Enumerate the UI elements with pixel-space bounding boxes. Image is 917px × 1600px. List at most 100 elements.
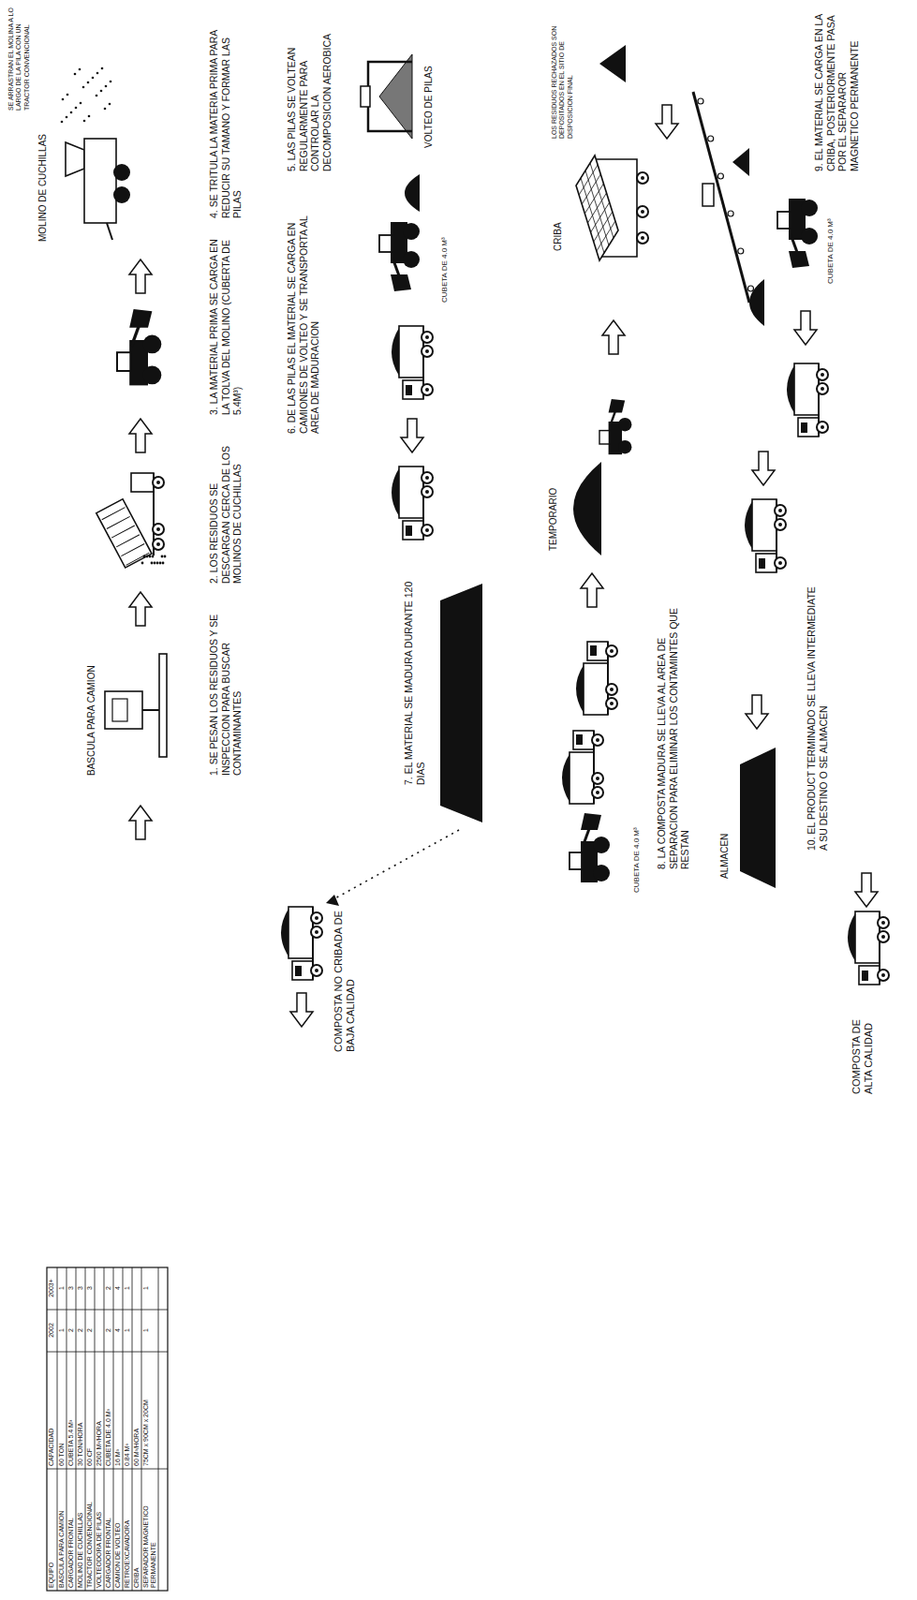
windrow-turner-icon bbox=[360, 54, 413, 139]
hub bbox=[820, 386, 825, 391]
front-loader-icon bbox=[117, 309, 162, 385]
loader-body bbox=[117, 309, 162, 385]
product-label: COMPOSTA NO CRIBADA DE BAJA CALIDAD bbox=[332, 887, 357, 1052]
equipment-label: CRIBA bbox=[552, 176, 564, 252]
equipment-label: VOLTEO DE PILAS bbox=[423, 26, 435, 148]
loader-bucket bbox=[788, 251, 810, 268]
note-text: LOS RESIDUOS RECHAZADOS SON DEPOSITADOS … bbox=[550, 7, 575, 139]
cab-window bbox=[800, 422, 808, 433]
shred-spray bbox=[108, 103, 112, 106]
table-rule bbox=[122, 1267, 124, 1591]
conveyor-roller bbox=[738, 248, 744, 254]
wheel bbox=[606, 645, 618, 657]
load bbox=[744, 501, 753, 549]
hub bbox=[609, 701, 614, 706]
dump-truck-icon bbox=[281, 906, 323, 980]
wheel bbox=[310, 964, 323, 977]
hub bbox=[425, 528, 429, 533]
truck-box bbox=[96, 499, 152, 568]
table-cell: TRACTOR CONVENCIONAL bbox=[86, 1470, 94, 1588]
shred-spray bbox=[101, 67, 104, 71]
table-rule bbox=[141, 1267, 143, 1591]
table-rule bbox=[113, 1267, 115, 1591]
shred-spray bbox=[61, 98, 65, 102]
falling-waste bbox=[159, 562, 163, 565]
shred-spray bbox=[87, 81, 90, 85]
hub bbox=[595, 790, 600, 795]
hub bbox=[425, 387, 429, 392]
table-cell: 1 bbox=[58, 1311, 66, 1349]
table-cell: 60 TON bbox=[58, 1353, 66, 1466]
table-cell: 1 bbox=[142, 1311, 150, 1349]
wheel bbox=[421, 331, 433, 343]
table-rule bbox=[94, 1267, 96, 1591]
truck-cab bbox=[402, 380, 424, 400]
flow-arrow bbox=[745, 695, 769, 729]
step-text: 6. DE LAS PILAS EL MATERIAL SE CARGA EN … bbox=[285, 190, 322, 434]
falling-waste bbox=[148, 555, 152, 559]
wheel bbox=[816, 383, 829, 395]
loader-wheel bbox=[402, 222, 420, 240]
hub bbox=[156, 527, 161, 532]
loader-body bbox=[777, 198, 818, 268]
metal-pile bbox=[732, 147, 750, 177]
front-loader-icon bbox=[379, 221, 420, 292]
hub bbox=[609, 649, 614, 653]
table-cell: 16 M³ bbox=[114, 1353, 122, 1466]
load bbox=[281, 908, 289, 957]
wheel bbox=[877, 931, 889, 943]
box-rib bbox=[116, 534, 140, 548]
equipment-label: BASCULA PARA CAMION bbox=[86, 625, 98, 776]
step-text: 4. SE TRITULA LA MATERIA PRIMA PARA REDU… bbox=[207, 26, 244, 219]
step-text: 1. SE PESAN LOS RESIDUOS Y SE INSPECCION… bbox=[207, 602, 244, 776]
shred-spray bbox=[70, 111, 74, 115]
step-text: 9. EL MATERIAL SE CARGA EN LA CRIBA, POS… bbox=[813, 12, 860, 172]
load bbox=[576, 665, 584, 713]
scale-platform bbox=[159, 653, 167, 757]
loader-bucket bbox=[390, 274, 412, 292]
conveyor-roller bbox=[748, 285, 755, 292]
table-cell: CUBETA DE 4.0 M³ bbox=[104, 1353, 113, 1466]
table-cell: 0.84 M³ bbox=[123, 1353, 132, 1466]
shred-spray bbox=[79, 102, 83, 105]
compost-pile bbox=[404, 174, 420, 212]
shred-spray bbox=[65, 116, 69, 119]
table-rule bbox=[46, 1468, 168, 1470]
area-label: TEMPORARIO bbox=[547, 447, 560, 551]
wheel bbox=[421, 345, 433, 357]
shred-spray bbox=[103, 107, 107, 111]
falling-waste bbox=[161, 555, 164, 559]
loader-cab bbox=[569, 852, 582, 870]
table-cell: 2 bbox=[76, 1311, 85, 1349]
falling-waste bbox=[143, 555, 147, 559]
loader-cab bbox=[117, 352, 131, 371]
screen-mesh bbox=[590, 162, 614, 238]
table-cell: 2500 M³/HORA bbox=[95, 1353, 104, 1466]
load bbox=[786, 365, 795, 414]
dump-truck-icon bbox=[391, 466, 433, 540]
table-cell: BASCULA PARA CAMION bbox=[58, 1470, 66, 1588]
wheel bbox=[816, 369, 829, 381]
rejects-pile bbox=[599, 44, 626, 83]
cab-window bbox=[758, 558, 766, 569]
truck-scale-icon bbox=[104, 653, 167, 757]
truck-box bbox=[794, 363, 819, 415]
cab-window bbox=[295, 965, 302, 977]
truck-cab bbox=[292, 961, 313, 980]
flow-arrow bbox=[290, 992, 313, 1027]
wheel bbox=[421, 524, 433, 536]
hub bbox=[640, 236, 645, 240]
table-rule bbox=[46, 1351, 168, 1353]
wheel bbox=[421, 486, 433, 498]
wheel bbox=[152, 523, 164, 535]
box-rib bbox=[106, 516, 131, 529]
hub bbox=[595, 738, 600, 742]
wheel bbox=[421, 472, 433, 484]
falling-waste bbox=[146, 555, 149, 559]
wheel bbox=[774, 518, 786, 531]
hub bbox=[778, 522, 783, 527]
table-cell: MOLINO DE CUCHILLAS bbox=[76, 1470, 85, 1588]
box-rib bbox=[102, 507, 126, 520]
scale-post bbox=[142, 709, 160, 711]
